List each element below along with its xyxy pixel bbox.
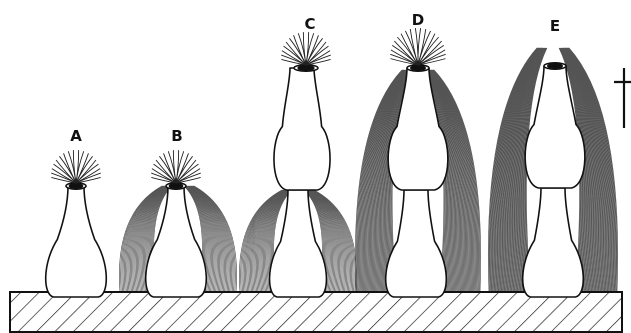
rim-c-opening (298, 66, 314, 70)
label-a: A (70, 127, 82, 145)
substrate-block (10, 292, 622, 332)
label-b: B (171, 127, 182, 145)
rim-d-opening (411, 66, 425, 70)
tentacles-a (51, 150, 101, 183)
bottle-d-lower (386, 190, 447, 297)
tentacles-d (390, 28, 445, 65)
bottle-e-lower (523, 188, 584, 297)
label-c: C (304, 15, 315, 33)
tentacles-c (281, 32, 331, 65)
label-e: E (550, 17, 560, 35)
label-d: D (412, 11, 424, 29)
bottle-c-upper (274, 68, 330, 190)
bottle-a (46, 186, 107, 297)
rim-e-opening (548, 64, 562, 68)
scale-bar-icon (614, 68, 631, 128)
rim-a-opening (70, 184, 83, 188)
tentacles-b (151, 150, 201, 183)
rim-b-opening (170, 184, 183, 188)
